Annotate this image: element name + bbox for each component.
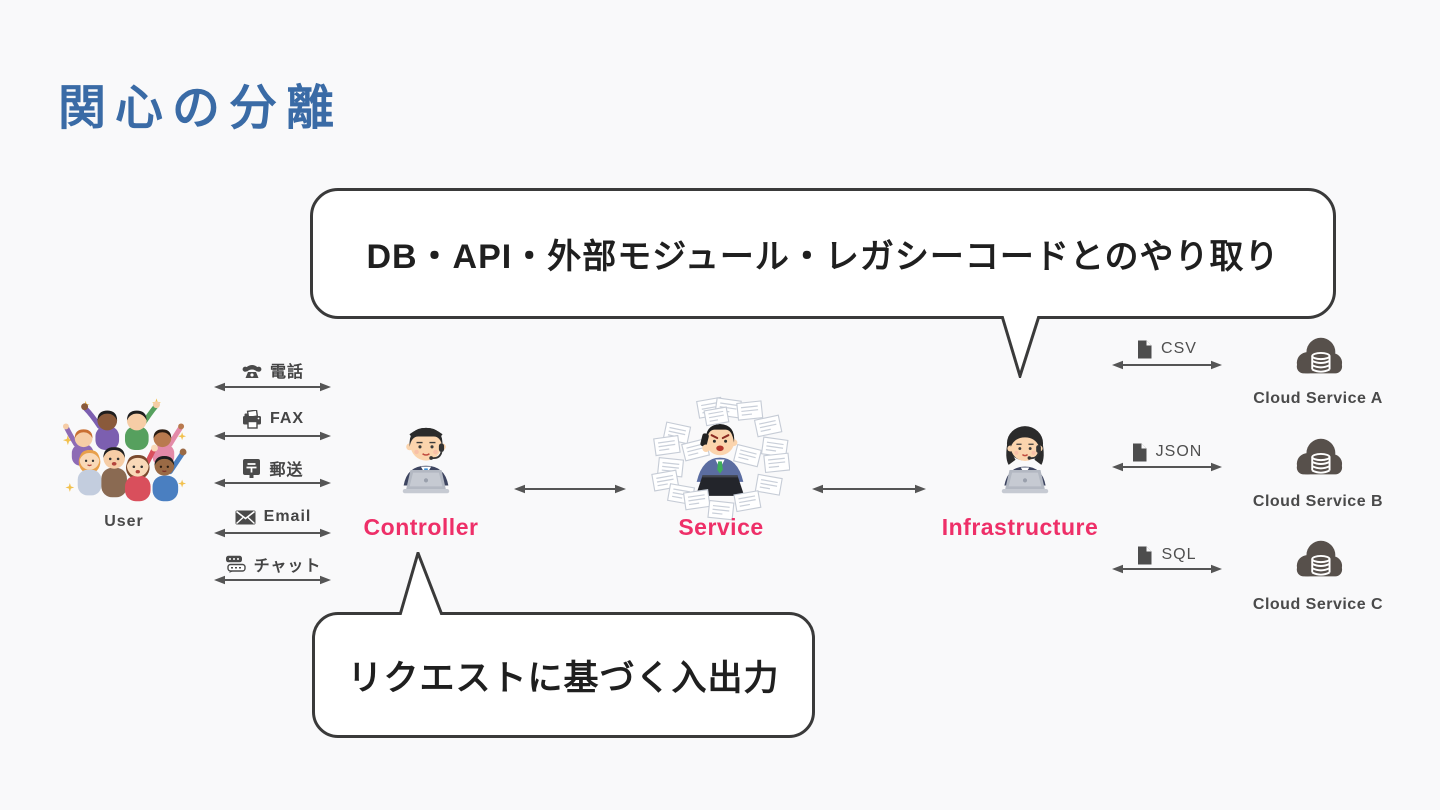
service-infrastructure-arrow bbox=[812, 484, 926, 494]
infrastructure-illustration bbox=[1001, 426, 1049, 494]
top-callout-tail bbox=[1000, 316, 1041, 378]
channel-label: 郵送 bbox=[269, 462, 304, 479]
bidirectional-arrow bbox=[1112, 360, 1222, 370]
controller-illustration bbox=[402, 427, 450, 494]
top-callout-text: DB・API・外部モジュール・レガシーコードとのやり取り bbox=[366, 238, 1280, 276]
fax-icon bbox=[242, 409, 261, 429]
postal-icon bbox=[243, 459, 261, 478]
bidirectional-arrow bbox=[214, 528, 331, 538]
email-icon bbox=[235, 510, 256, 524]
channel-label: 電話 bbox=[269, 364, 304, 381]
chat-icon bbox=[225, 555, 246, 573]
page-title: 関心の分離 bbox=[58, 82, 344, 135]
cloud-service-label: Cloud Service B bbox=[1252, 493, 1384, 510]
bottom-callout-text: リクエストに基づく入出力 bbox=[347, 658, 780, 698]
cloud-database-icon bbox=[1296, 337, 1343, 374]
format-label: CSV bbox=[1161, 340, 1197, 357]
channel-item-email: Email bbox=[214, 505, 332, 529]
user-crowd-illustration bbox=[62, 398, 187, 502]
cloud-service-label: Cloud Service A bbox=[1253, 390, 1383, 407]
cloud-database-icon bbox=[1296, 438, 1343, 475]
format-item-sql: SQL bbox=[1112, 544, 1222, 566]
cloud-database-icon bbox=[1296, 540, 1343, 577]
phone-icon bbox=[242, 364, 262, 378]
bidirectional-arrow bbox=[1112, 564, 1222, 574]
channel-label: Email bbox=[263, 508, 312, 525]
bidirectional-arrow bbox=[214, 575, 331, 585]
top-callout-bubble: DB・API・外部モジュール・レガシーコードとのやり取り bbox=[310, 188, 1336, 319]
bottom-callout-tail bbox=[398, 552, 444, 615]
service-label: Service bbox=[678, 514, 764, 540]
format-label: SQL bbox=[1161, 546, 1197, 563]
channel-item-phone: 電話 bbox=[214, 358, 332, 382]
user-label: User bbox=[104, 513, 144, 530]
channel-item-fax: FAX bbox=[214, 407, 332, 431]
file-icon bbox=[1138, 546, 1152, 564]
bottom-callout-bubble: リクエストに基づく入出力 bbox=[312, 612, 815, 738]
channel-item-post: 郵送 bbox=[214, 456, 332, 480]
bidirectional-arrow bbox=[214, 431, 331, 441]
file-icon bbox=[1132, 443, 1147, 461]
file-icon bbox=[1138, 340, 1152, 358]
service-illustration bbox=[651, 396, 790, 521]
bidirectional-arrow bbox=[214, 478, 331, 488]
infrastructure-label: Infrastructure bbox=[941, 514, 1099, 540]
format-label: JSON bbox=[1155, 443, 1203, 460]
format-item-json: JSON bbox=[1112, 441, 1222, 463]
channel-item-chat: チャット bbox=[214, 552, 332, 576]
bidirectional-arrow bbox=[214, 382, 331, 392]
format-item-csv: CSV bbox=[1112, 338, 1222, 360]
channel-label: FAX bbox=[269, 410, 305, 427]
bidirectional-arrow bbox=[1112, 462, 1222, 472]
controller-service-arrow bbox=[514, 484, 626, 494]
channel-label: チャット bbox=[253, 558, 322, 575]
controller-label: Controller bbox=[363, 514, 479, 540]
cloud-service-label: Cloud Service C bbox=[1252, 596, 1384, 613]
